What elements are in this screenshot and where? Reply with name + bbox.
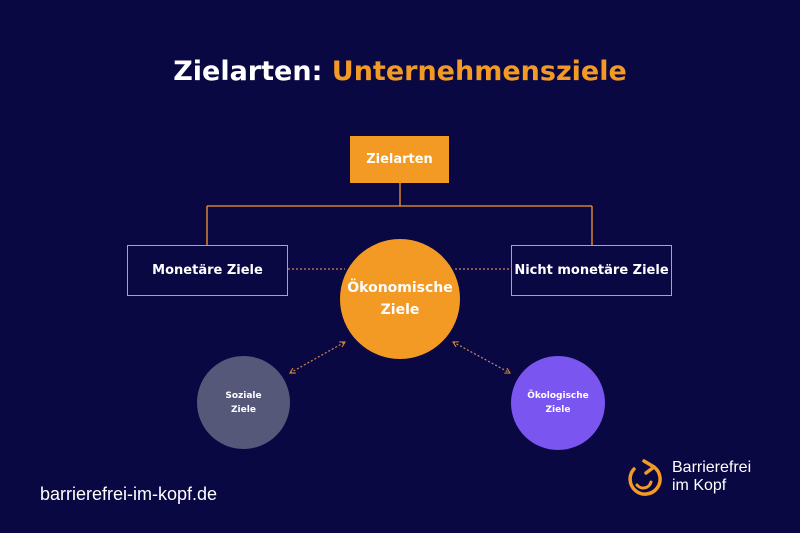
node-nicht-monetaere-ziele: Nicht monetäre Ziele <box>511 245 672 296</box>
tree-lines <box>206 183 593 245</box>
node-monetaere-ziele: Monetäre Ziele <box>127 245 288 296</box>
node-label: Ziele <box>231 404 256 415</box>
node-zielarten: Zielarten <box>350 136 449 183</box>
node-label: Soziale <box>225 390 262 401</box>
node-label: Ziele <box>545 405 571 415</box>
arrow-ecological <box>452 341 511 374</box>
arrow-social <box>289 341 346 374</box>
node-label: Ökologische <box>527 391 589 401</box>
node-label: Ziele <box>380 302 420 318</box>
node-label: Monetäre Ziele <box>152 263 263 278</box>
logo-icon <box>628 459 662 496</box>
node-label: Zielarten <box>366 152 433 167</box>
title-prefix: Zielarten: <box>173 56 323 87</box>
logo-text-line2: im Kopf <box>672 477 727 494</box>
node-label: Nicht monetäre Ziele <box>514 263 669 278</box>
node-label: Ökonomische <box>347 280 453 296</box>
logo-text-line1: Barrierefrei <box>672 459 752 476</box>
website-url: barrierefrei-im-kopf.de <box>40 484 218 504</box>
page-title: Zielarten: Unternehmensziele <box>0 56 800 87</box>
title-accent: Unternehmensziele <box>331 56 627 87</box>
